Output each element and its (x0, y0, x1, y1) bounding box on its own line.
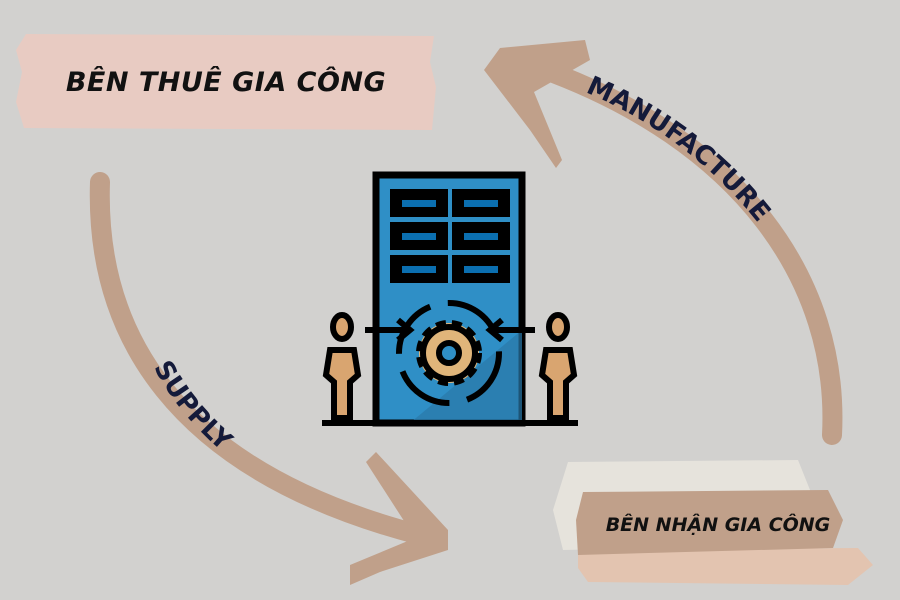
person-left-icon (322, 312, 362, 421)
manufacture-arrowhead (484, 40, 590, 168)
inward-arrows-icon (365, 317, 535, 343)
brush-background (553, 460, 873, 585)
node-outsourcer: BÊN THUÊ GIA CÔNG (16, 32, 436, 132)
person-right-icon (538, 312, 578, 421)
supply-arrow (89, 172, 430, 545)
node-contractor: BÊN NHẬN GIA CÔNG (548, 450, 878, 590)
node-contractor-label: BÊN NHẬN GIA CÔNG (605, 514, 831, 536)
supply-label: SUPPLY (147, 356, 238, 458)
manufacture-arrow (530, 58, 843, 445)
tape-background (16, 34, 436, 130)
gear-icon (416, 320, 482, 386)
outsourcing-factory-icon (322, 171, 578, 427)
supply-arrowhead (350, 452, 448, 585)
node-outsourcer-label: BÊN THUÊ GIA CÔNG (65, 66, 387, 98)
manufacture-label: MANUFACTURE (582, 71, 776, 228)
